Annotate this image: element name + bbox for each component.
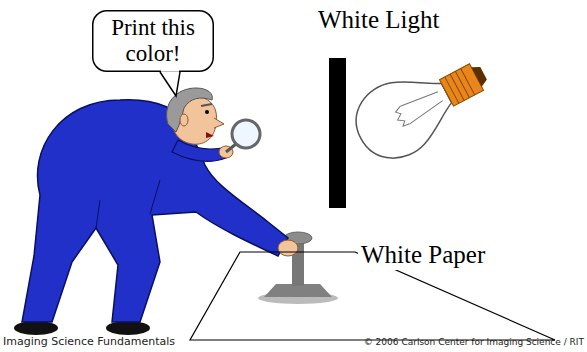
node-text: Print this color!	[96, 14, 210, 68]
light-blocker	[329, 58, 346, 208]
bubble-body	[93, 11, 214, 72]
speech-bubble: Print this color!	[92, 10, 214, 72]
node-text: White Paper	[358, 240, 488, 270]
footer-title: Imaging Science Fundamentals	[3, 336, 263, 348]
light-bulb	[343, 40, 501, 171]
bubble-tail	[160, 72, 180, 96]
bubble-joint	[161, 69, 179, 72]
copyright-note: © 2006 Carlson Center for Imaging Scienc…	[300, 338, 584, 348]
man-figure	[14, 88, 298, 335]
paper-sheet: White Paper	[190, 252, 555, 340]
light-label: White Light	[318, 6, 518, 34]
